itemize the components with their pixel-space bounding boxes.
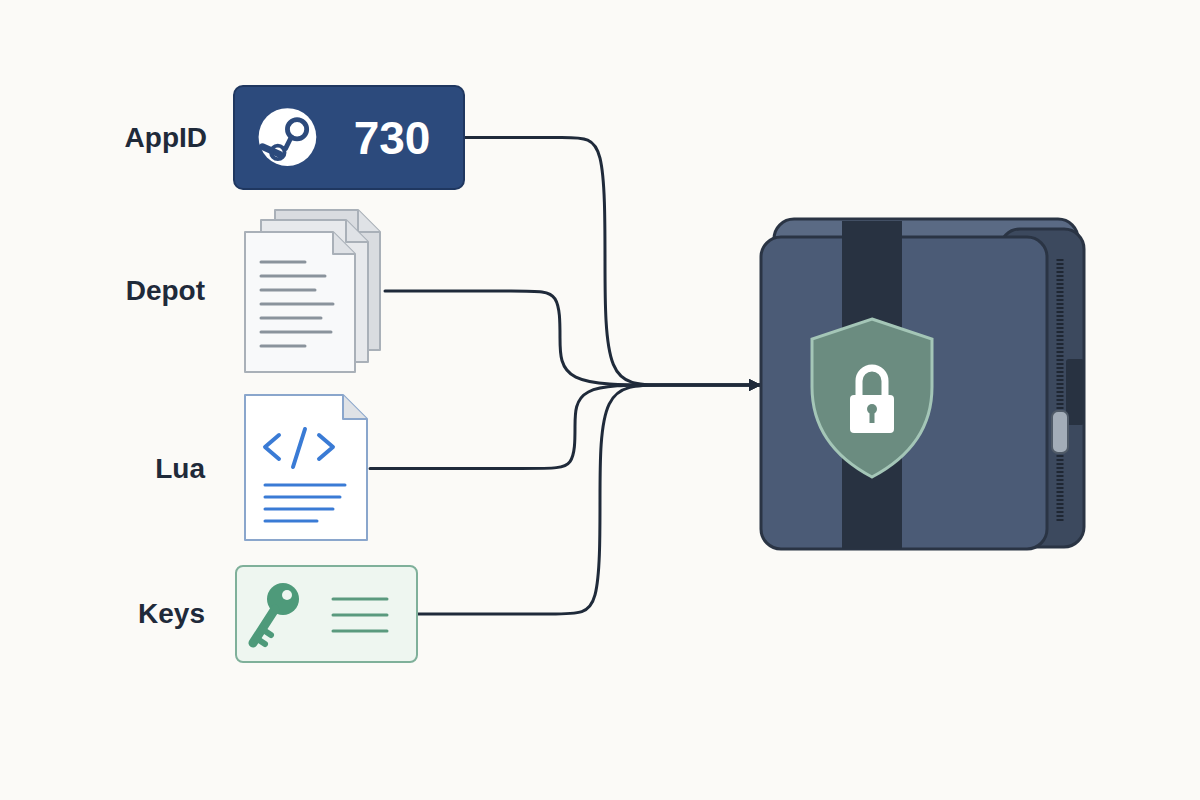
flow-connector <box>418 385 760 614</box>
node-heading: Lua <box>155 453 205 485</box>
depot-icon: Depot <box>245 210 385 372</box>
lua-icon: Lua <box>245 395 370 542</box>
app-number: 730 <box>327 111 457 165</box>
package-symbol <box>760 219 1085 551</box>
secure-package <box>760 219 1085 551</box>
flow-connector <box>370 385 760 469</box>
keys-card: Keys <box>235 565 418 663</box>
flow-connector <box>465 138 760 386</box>
node-heading: Keys <box>138 598 205 630</box>
appid-box: AppID730 <box>233 85 465 190</box>
node-heading: Depot <box>126 275 205 307</box>
key-card-symbol <box>235 565 418 663</box>
flow-connector <box>385 291 760 385</box>
code-file-symbol <box>245 395 370 542</box>
node-heading: AppID <box>125 122 207 154</box>
documents-symbol <box>245 210 385 372</box>
